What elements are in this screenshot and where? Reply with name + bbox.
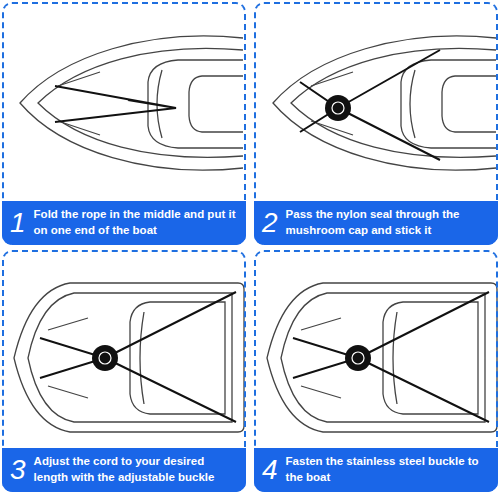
step-panel: 2 Pass the nylon seal through the mushroo… <box>254 2 498 245</box>
step-bar: 1 Fold the rope in the middle and put it … <box>2 201 246 245</box>
step-panel: 1 Fold the rope in the middle and put it … <box>2 2 246 245</box>
step-instruction: Pass the nylon seal through the mushroom… <box>286 207 490 238</box>
step-panel: 4 Fasten the stainless steel buckle to th… <box>254 250 498 492</box>
step-instruction: Fasten the stainless steel buckle to the… <box>286 454 490 485</box>
step-number: 3 <box>10 456 26 484</box>
step-bar: 3 Adjust the cord to your desired length … <box>2 448 246 492</box>
step-bar: 4 Fasten the stainless steel buckle to th… <box>254 448 498 492</box>
step-panel: 3 Adjust the cord to your desired length … <box>2 250 246 492</box>
step-instruction: Adjust the cord to your desired length w… <box>34 454 238 485</box>
step-instruction: Fold the rope in the middle and put it o… <box>34 207 238 238</box>
step-number: 2 <box>262 209 278 237</box>
step-bar: 2 Pass the nylon seal through the mushroo… <box>254 201 498 245</box>
step-number: 4 <box>262 456 278 484</box>
step-number: 1 <box>10 209 26 237</box>
